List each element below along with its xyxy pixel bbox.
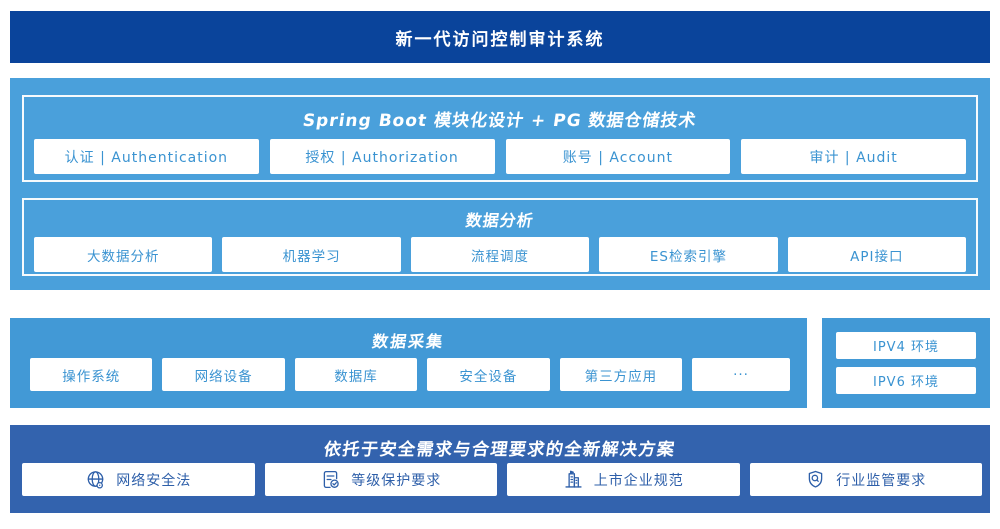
module-box-api: API接口 [787,237,967,272]
env-box-ipv6: IPV6 环境 [836,367,976,394]
data-collection-section: 数据采集 操作系统 网络设备 数据库 安全设备 第三方应用 ··· [10,318,807,408]
module-box-authentication: 认证 | Authentication [34,139,259,174]
solution-box-listed-company: 上市企业规范 [507,463,740,496]
header-banner: 新一代访问控制审计系统 [10,11,990,63]
source-box-database: 数据库 [294,358,418,391]
data-collection-title: 数据采集 [370,332,446,351]
source-box-os: 操作系统 [30,358,153,391]
solution-box-industry-regulation: 行业监管要求 [749,463,982,496]
document-check-icon [320,469,341,490]
solution-box-classified-protection: 等级保护要求 [264,463,497,496]
env-box-ipv4: IPV4 环境 [836,332,976,359]
module-box-machine-learning: 机器学习 [222,237,401,272]
source-box-ellipsis: ··· [692,358,790,391]
solution-box-label: 上市企业规范 [593,472,684,489]
data-analysis-panel: 数据分析 大数据分析 机器学习 流程调度 ES检索引擎 API接口 [22,198,978,276]
module-box-audit: 审计 | Audit [741,139,966,174]
module-box-es-search: ES检索引擎 [599,237,778,272]
source-box-network-device: 网络设备 [162,358,285,391]
source-box-thirdparty-app: 第三方应用 [559,358,683,391]
solution-row: 网络安全法 等级保护要求 [22,463,982,496]
solution-box-cybersecurity-law: 网络安全法 [22,463,255,496]
page-title: 新一代访问控制审计系统 [395,29,605,50]
spring-boot-modules-row: 认证 | Authentication 授权 | Authorization 账… [34,139,966,174]
data-analysis-modules-row: 大数据分析 机器学习 流程调度 ES检索引擎 API接口 [34,237,967,272]
spring-boot-panel-title: Spring Boot 模块化设计 + PG 数据仓储技术 [301,111,698,131]
solution-box-label: 网络安全法 [116,472,192,489]
solution-box-label: 等级保护要求 [351,472,442,489]
data-analysis-panel-title: 数据分析 [464,211,536,230]
platform-section: Spring Boot 模块化设计 + PG 数据仓储技术 认证 | Authe… [10,78,990,290]
module-box-authorization: 授权 | Authorization [269,139,495,174]
building-icon [563,469,584,490]
globe-network-icon [85,469,106,490]
spring-boot-panel: Spring Boot 模块化设计 + PG 数据仓储技术 认证 | Authe… [22,95,978,182]
environment-section: IPV4 环境 IPV6 环境 [822,318,990,408]
module-box-workflow: 流程调度 [410,237,590,272]
source-box-security-device: 安全设备 [427,358,550,391]
module-box-account: 账号 | Account [505,139,731,174]
data-collection-row: 操作系统 网络设备 数据库 安全设备 第三方应用 ··· [30,358,790,391]
solution-box-label: 行业监管要求 [836,472,927,489]
shield-search-icon [805,469,826,490]
module-box-bigdata: 大数据分析 [34,237,213,272]
solution-section: 依托于安全需求与合理要求的全新解决方案 网络安全法 [10,425,990,513]
solution-title: 依托于安全需求与合理要求的全新解决方案 [322,440,677,460]
